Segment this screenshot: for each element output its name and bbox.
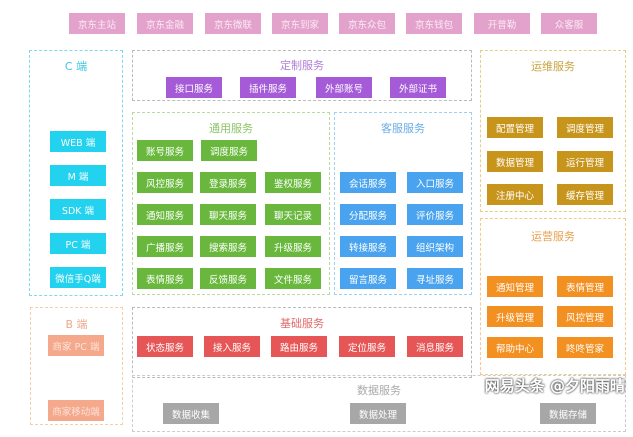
- top-node: 众客服: [541, 13, 597, 34]
- general-node: 聊天记录: [265, 204, 321, 225]
- custom-title: 定制服务: [280, 59, 324, 72]
- operate-node: 升级管理: [487, 306, 543, 327]
- cs-node: 转接服务: [340, 236, 396, 257]
- ops-group: [480, 50, 626, 212]
- top-node: 京东众包: [339, 13, 395, 34]
- ops-node: 数据管理: [487, 151, 543, 172]
- c-end-node: 微信手Q端: [50, 267, 106, 288]
- data-node: 数据存储: [540, 403, 596, 424]
- general-node: 反馈服务: [200, 268, 256, 289]
- base-title: 基础服务: [280, 317, 324, 330]
- general-node: 登录服务: [200, 172, 256, 193]
- b-end-title: B 端: [65, 318, 88, 331]
- data-node: 数据处理: [350, 403, 406, 424]
- ops-node: 缓存管理: [557, 184, 613, 205]
- operate-node: 通知管理: [487, 276, 543, 297]
- b-end-node: 商家移动端: [48, 400, 104, 421]
- c-end-title: C 端: [64, 60, 88, 73]
- cs-group: [334, 112, 472, 295]
- operate-group: [480, 218, 626, 375]
- operate-node: 帮助中心: [487, 337, 543, 358]
- top-node: 京东微联: [205, 13, 261, 34]
- c-end-node: WEB 端: [50, 131, 106, 152]
- ops-node: 调度管理: [557, 117, 613, 138]
- general-node: 文件服务: [265, 268, 321, 289]
- cs-node: 入口服务: [407, 172, 463, 193]
- b-end-node: 商家 PC 端: [48, 335, 104, 356]
- base-group: [132, 307, 472, 378]
- top-node: 京东到家: [272, 13, 328, 34]
- general-node: 广播服务: [137, 236, 193, 257]
- base-node: 接入服务: [204, 336, 260, 357]
- data-title: 数据服务: [357, 384, 401, 397]
- operate-node: 咚咚管家: [557, 337, 613, 358]
- ops-node: 运行管理: [557, 151, 613, 172]
- custom-node: 插件服务: [240, 77, 296, 98]
- c-end-node: SDK 端: [50, 199, 106, 220]
- general-node: 升级服务: [265, 236, 321, 257]
- cs-node: 评价服务: [407, 204, 463, 225]
- general-node: 聊天服务: [200, 204, 256, 225]
- b-end-group: [30, 307, 123, 425]
- operate-node: 风控管理: [557, 306, 613, 327]
- operate-title: 运营服务: [531, 230, 575, 243]
- operate-node: 表情管理: [557, 276, 613, 297]
- base-node: 消息服务: [407, 336, 463, 357]
- custom-node: 外部证书: [390, 77, 446, 98]
- general-node: 调度服务: [201, 140, 257, 161]
- general-node: 搜索服务: [200, 236, 256, 257]
- c-end-node: M 端: [50, 165, 106, 186]
- data-node: 数据收集: [163, 403, 219, 424]
- general-node: 鉴权服务: [265, 172, 321, 193]
- custom-node: 接口服务: [166, 77, 222, 98]
- top-node: 京东主站: [69, 13, 125, 34]
- cs-node: 分配服务: [340, 204, 396, 225]
- general-group: [132, 112, 330, 295]
- general-node: 账号服务: [137, 140, 193, 161]
- ops-title: 运维服务: [531, 60, 575, 73]
- c-end-group: [29, 50, 123, 296]
- top-node: 京东钱包: [406, 13, 462, 34]
- cs-node: 会话服务: [340, 172, 396, 193]
- custom-node: 外部账号: [316, 77, 372, 98]
- watermark: 网易头条 @夕阳雨晴: [484, 377, 625, 395]
- base-node: 状态服务: [137, 336, 193, 357]
- base-node: 路由服务: [271, 336, 327, 357]
- base-node: 定位服务: [339, 336, 395, 357]
- cs-title: 客服服务: [381, 122, 425, 135]
- general-node: 风控服务: [137, 172, 193, 193]
- general-node: 通知服务: [137, 204, 193, 225]
- cs-node: 组织架构: [407, 236, 463, 257]
- top-node: 开普勒: [474, 13, 530, 34]
- ops-node: 注册中心: [487, 184, 543, 205]
- c-end-node: PC 端: [50, 233, 106, 254]
- data-group: [132, 375, 626, 432]
- general-title: 通用服务: [209, 122, 253, 135]
- ops-node: 配置管理: [487, 117, 543, 138]
- cs-node: 留言服务: [340, 268, 396, 289]
- cs-node: 寻址服务: [407, 268, 463, 289]
- top-node: 京东金融: [137, 13, 193, 34]
- custom-group: [132, 50, 472, 101]
- general-node: 表情服务: [137, 268, 193, 289]
